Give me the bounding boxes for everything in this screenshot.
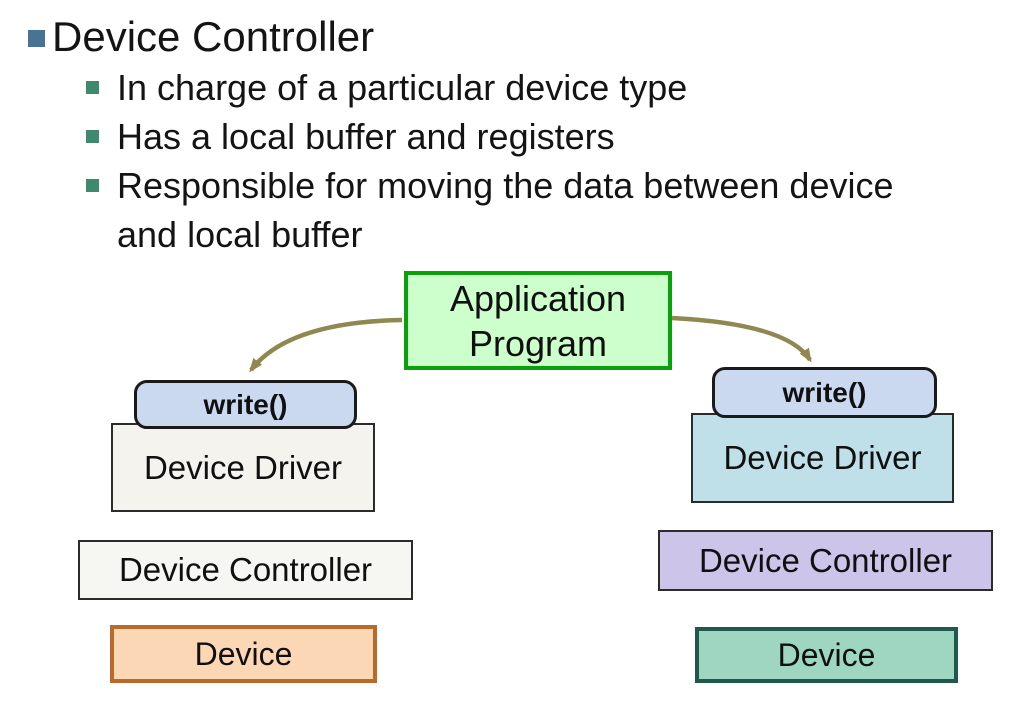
left-write-box: write() [134,380,357,429]
bullet-item: Responsible for moving the data between … [86,161,1009,259]
left-write-label: write() [203,388,288,420]
bullet-marker-icon [86,130,99,143]
bullet-text: In charge of a particular device type [117,67,688,108]
bullet-item: Has a local buffer and registers [86,112,1009,161]
bullet-text: Responsible for moving the data between … [117,165,894,206]
application-program-label-line2: Program [468,322,608,364]
right-device-driver-box: Device Driver [691,413,954,503]
bullet-marker-icon [86,81,99,94]
bullet-text: and local buffer [117,214,363,255]
bullet-item: In charge of a particular device type [86,63,1009,112]
right-device-box: Device [695,627,958,683]
left-device-driver-box: Device Driver [111,423,375,512]
bullet-list: In charge of a particular device type Ha… [86,63,1009,259]
left-device-controller-label: Device Controller [118,551,373,588]
right-write-box: write() [712,367,937,418]
arrow-app-to-left-write [249,317,403,373]
bullet-text: Has a local buffer and registers [117,116,615,157]
left-device-driver-label: Device Driver [143,448,343,486]
arrow-app-to-right-write [671,315,812,363]
bullet-marker-icon [86,179,99,192]
right-device-label: Device [777,636,876,673]
slide-title: Device Controller [52,13,375,60]
left-device-label: Device [194,635,293,672]
left-device-box: Device [110,625,377,683]
application-program-box: Application Program [404,271,672,370]
application-program-label-line1: Application [449,277,627,319]
right-device-controller-label: Device Controller [698,541,953,579]
left-device-controller-box: Device Controller [78,540,413,600]
title-bullet-marker-icon [28,30,45,47]
right-device-driver-label: Device Driver [723,439,922,476]
right-write-label: write() [782,376,867,408]
right-device-controller-box: Device Controller [658,530,993,591]
